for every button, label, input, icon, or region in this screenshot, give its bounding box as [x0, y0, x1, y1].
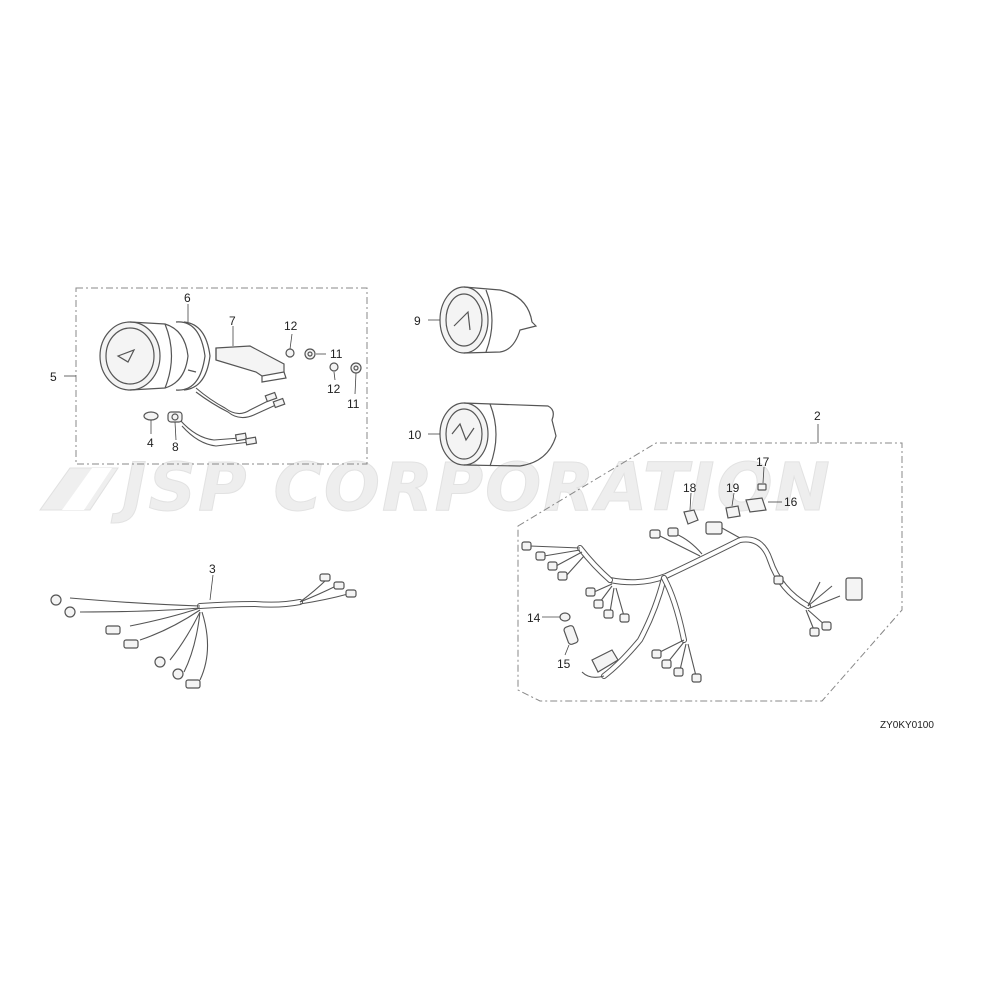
- callout-12b: 12: [327, 382, 341, 396]
- callout-12a: 12: [284, 319, 298, 333]
- callout-17: 17: [756, 455, 770, 469]
- gauge-9: [439, 286, 538, 354]
- harness-small-parts: [559, 483, 767, 645]
- callout-leaders-frame-2: [542, 466, 782, 656]
- callout-leaders-frame-5: [64, 304, 357, 441]
- callout-9: 9: [414, 314, 421, 328]
- callout-6: 6: [184, 291, 191, 305]
- watermark-logo-mark: [39, 467, 119, 511]
- main-wire-harness: [521, 521, 863, 683]
- callout-5: 5: [50, 370, 57, 384]
- diagram-code: ZY0KY0100: [880, 720, 934, 731]
- tachometer-gauge: [99, 321, 197, 391]
- callout-14: 14: [527, 611, 541, 625]
- callout-10: 10: [408, 428, 422, 442]
- gauge-wiring: [179, 387, 286, 447]
- wire-harness-3: [50, 573, 357, 689]
- callout-labels: 2 3 4 5 6 7 8 9 10 11 11 12 12 14 15 16 …: [50, 291, 821, 671]
- gauge-bracket: [215, 345, 287, 383]
- watermark: JSP CORPORATION: [39, 449, 830, 527]
- callout-8: 8: [172, 440, 179, 454]
- gauge-ring: [175, 321, 211, 391]
- callout-3: 3: [209, 562, 216, 576]
- callout-15: 15: [557, 657, 571, 671]
- callout-7: 7: [229, 314, 236, 328]
- callout-4: 4: [147, 436, 154, 450]
- callout-18: 18: [683, 481, 697, 495]
- callout-19: 19: [726, 481, 740, 495]
- nut-washer-set: [285, 348, 362, 374]
- callout-11b: 11: [347, 397, 360, 411]
- callout-11a: 11: [330, 347, 343, 361]
- bulb-and-socket: [143, 411, 183, 423]
- leader-3: [209, 574, 214, 601]
- callout-2: 2: [814, 409, 821, 423]
- kit-frame-2: [517, 442, 903, 702]
- gauge-10: [439, 402, 557, 467]
- callout-16: 16: [784, 495, 798, 509]
